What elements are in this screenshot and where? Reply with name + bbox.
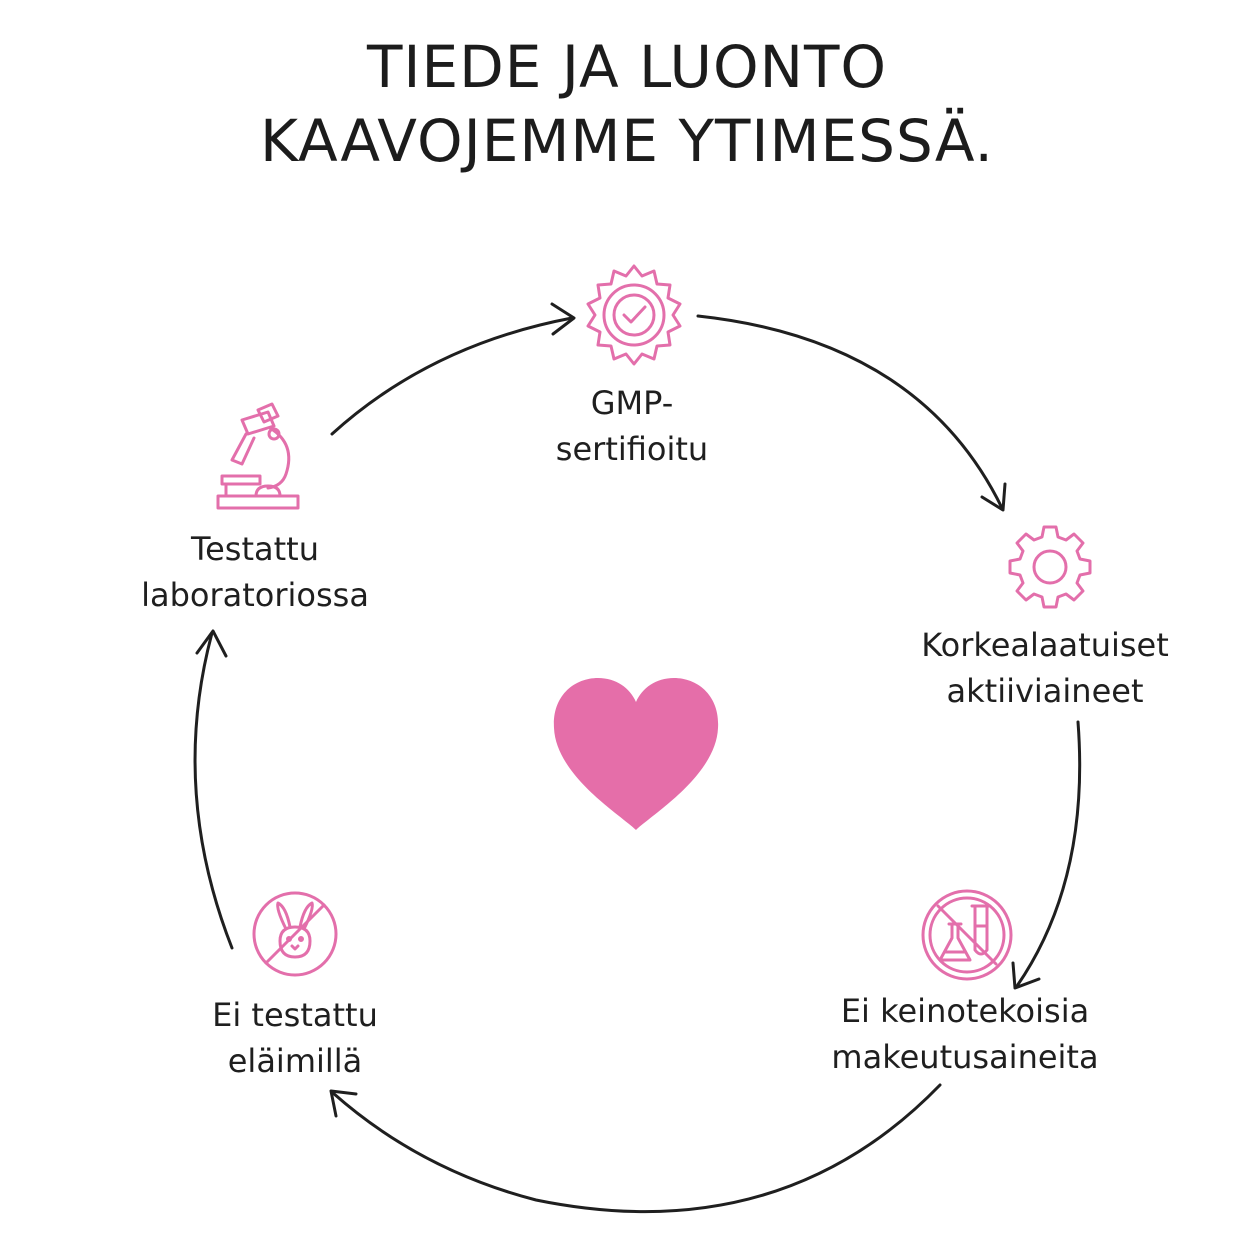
label-sweeteners-line-2: makeutusaineita bbox=[831, 1038, 1099, 1076]
arrowhead-gmp-to-quality bbox=[980, 482, 1007, 512]
arrowhead-lab-to-gmp bbox=[550, 302, 576, 336]
label-gmp-line-2: sertifioitu bbox=[555, 430, 709, 468]
arrow-gmp-to-quality bbox=[696, 314, 1004, 510]
title-line-2: KAAVOJEMME YTIMESSÄ. bbox=[260, 107, 994, 175]
arrow-sweeteners-to-animals bbox=[331, 1083, 942, 1214]
microscope-icon bbox=[216, 402, 300, 510]
arrowhead-animals-to-lab bbox=[195, 629, 228, 658]
label-animals: Ei testattu eläimillä bbox=[145, 992, 445, 1084]
certified-badge-icon bbox=[586, 264, 682, 366]
label-quality: Korkealaatuiset aktiiviaineet bbox=[875, 622, 1215, 714]
heart-icon bbox=[553, 678, 719, 830]
no-animal-testing-icon bbox=[252, 891, 338, 977]
arrow-quality-to-sweeteners bbox=[1015, 720, 1082, 988]
title-line-1: TIEDE JA LUONTO bbox=[366, 33, 888, 101]
gear-icon bbox=[1008, 525, 1092, 609]
page-title: TIEDE JA LUONTO KAAVOJEMME YTIMESSÄ. bbox=[0, 30, 1254, 178]
arrowhead-sweeteners-to-animals bbox=[329, 1089, 358, 1118]
label-gmp-line-1: GMP- bbox=[590, 384, 674, 422]
arrow-animals-to-lab bbox=[193, 631, 234, 950]
label-sweeteners-line-1: Ei keinotekoisia bbox=[840, 992, 1090, 1030]
label-animals-line-1: Ei testattu bbox=[212, 996, 378, 1034]
label-gmp: GMP- sertifioitu bbox=[482, 380, 782, 472]
arrow-lab-to-gmp bbox=[330, 316, 574, 436]
no-chemicals-icon bbox=[921, 889, 1013, 981]
label-lab-line-1: Testattu bbox=[191, 530, 319, 568]
label-quality-line-2: aktiiviaineet bbox=[946, 672, 1144, 710]
label-lab: Testattu laboratoriossa bbox=[105, 526, 405, 618]
arrowhead-quality-to-sweeteners bbox=[1011, 961, 1041, 990]
label-sweeteners: Ei keinotekoisia makeutusaineita bbox=[795, 988, 1135, 1080]
label-animals-line-2: eläimillä bbox=[227, 1042, 363, 1080]
label-lab-line-2: laboratoriossa bbox=[141, 576, 369, 614]
label-quality-line-1: Korkealaatuiset bbox=[921, 626, 1169, 664]
